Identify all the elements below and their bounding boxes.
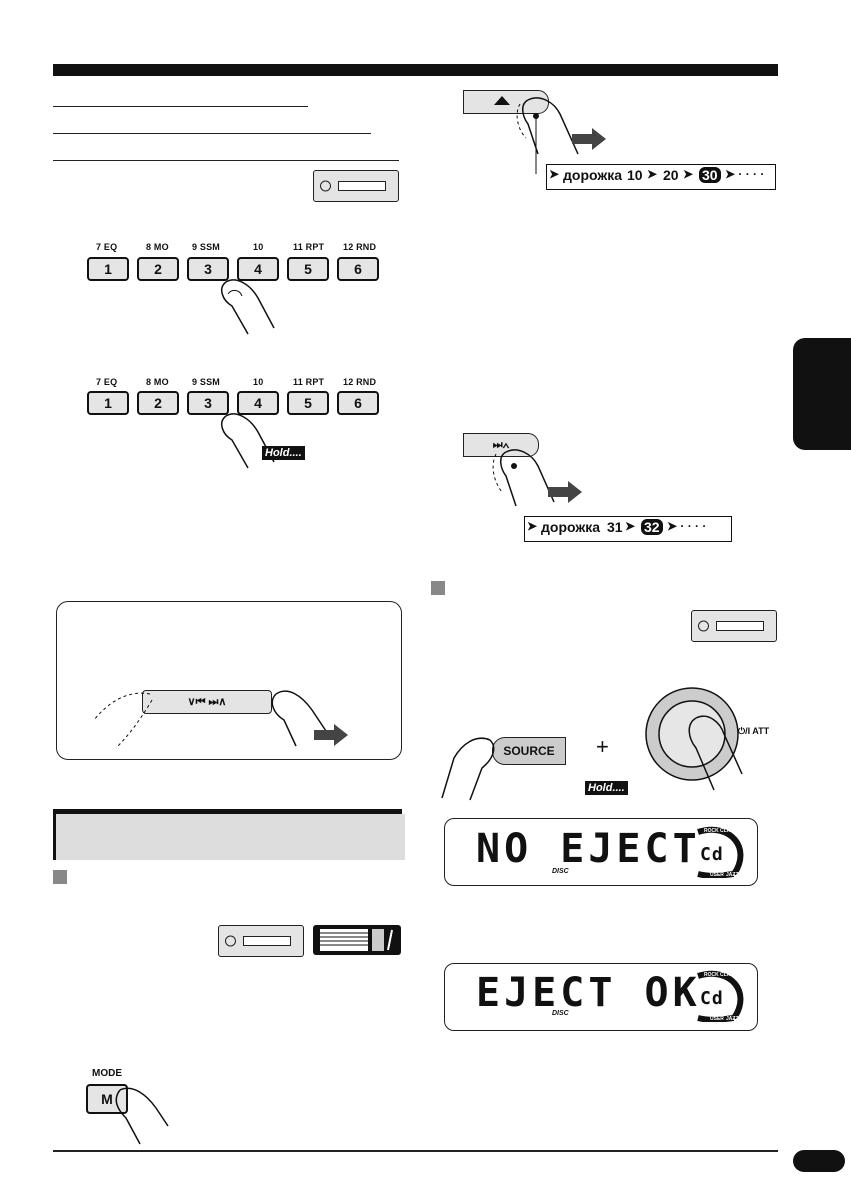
power-att-label: ⏻/I ATT xyxy=(738,726,770,736)
finger-press-icon xyxy=(221,413,275,469)
eq-mode-ring xyxy=(697,827,744,878)
preset-button-6[interactable]: 6 xyxy=(337,257,379,281)
preset-label: 12 RND xyxy=(343,377,377,387)
track-32: 32 xyxy=(641,519,663,535)
preset-label: 9 SSM xyxy=(192,377,221,387)
preset-label: 8 MO xyxy=(146,242,169,252)
eq-user: USER xyxy=(710,1016,724,1022)
eq-user: USER xyxy=(710,872,724,878)
preset-label: 7 EQ xyxy=(96,242,118,252)
track-sequence-1: ➤ дорожка 10 ➤ 20 ➤ 30 ➤ · · · · xyxy=(546,164,776,190)
finger-press-icon xyxy=(441,737,495,801)
track-30: 30 xyxy=(699,167,721,183)
preset-label: 12 RND xyxy=(343,242,377,252)
hold-label: Hold.... xyxy=(262,446,305,460)
finger-press-icon xyxy=(221,279,275,335)
preset-button-6[interactable]: 6 xyxy=(337,391,379,415)
info-box xyxy=(56,601,402,760)
blank-line xyxy=(53,106,308,107)
plus-sign: + xyxy=(596,734,609,759)
blank-line xyxy=(53,160,399,161)
track-10: 10 xyxy=(627,167,643,183)
preset-button-4[interactable]: 4 xyxy=(237,391,279,415)
preset-label: 11 RPT xyxy=(293,377,325,387)
preset-label: 10 xyxy=(253,242,264,252)
eject-icon xyxy=(494,96,510,105)
preset-button-4[interactable]: 4 xyxy=(237,257,279,281)
preset-button-5[interactable]: 5 xyxy=(287,257,329,281)
footer-rule xyxy=(53,1150,778,1152)
unit-panel-icon xyxy=(691,610,777,642)
track-word: дорожка xyxy=(563,167,623,183)
step-marker xyxy=(431,581,445,595)
preset-button-1[interactable]: 1 xyxy=(87,257,129,281)
lcd-source-text: Cd xyxy=(700,844,724,865)
finger-press-icon xyxy=(271,690,329,747)
eq-rock: ROCK xyxy=(704,972,719,978)
lcd-source-text: Cd xyxy=(700,988,724,1009)
blank-line xyxy=(53,133,371,134)
eq-mode-ring xyxy=(697,971,744,1022)
finger-press-icon xyxy=(688,715,743,791)
preset-label: 10 xyxy=(253,377,264,387)
step-marker xyxy=(53,870,67,884)
track-word: дорожка xyxy=(541,519,601,535)
lcd-disc-label: DISC xyxy=(552,1010,569,1017)
preset-label: 8 MO xyxy=(146,377,169,387)
preset-button-3[interactable]: 3 xyxy=(187,391,229,415)
mode-label: MODE xyxy=(92,1068,122,1079)
finger-press-icon xyxy=(115,1087,169,1145)
section-header xyxy=(53,814,405,860)
arrow-right-icon xyxy=(314,724,348,746)
preset-button-2[interactable]: 2 xyxy=(137,257,179,281)
arrow-right-icon xyxy=(572,128,606,150)
eq-jazz: JAZZ xyxy=(726,872,739,878)
lcd-main-text: NO EJECT xyxy=(476,826,701,872)
unit-panel-icon xyxy=(218,925,304,957)
faceplate-icon xyxy=(313,925,401,955)
section-rule xyxy=(53,809,402,814)
language-tab xyxy=(793,338,851,450)
unit-panel-icon xyxy=(313,170,399,202)
arrow-right-icon xyxy=(548,481,582,503)
track-20: 20 xyxy=(663,167,679,183)
preset-button-5[interactable]: 5 xyxy=(287,391,329,415)
hold-label: Hold.... xyxy=(585,781,628,795)
eq-classic: CLASSIC xyxy=(720,828,742,834)
preset-label: 11 RPT xyxy=(293,242,325,252)
finger-dashed-icon xyxy=(93,692,153,749)
page-number-tab xyxy=(793,1150,845,1172)
preset-label: 9 SSM xyxy=(192,242,221,252)
header-bar xyxy=(53,64,778,76)
preset-button-1[interactable]: 1 xyxy=(87,391,129,415)
lcd-disc-label: DISC xyxy=(552,868,569,875)
finger-press-icon xyxy=(492,449,555,507)
track-31: 31 xyxy=(607,519,623,535)
finger-press-icon xyxy=(516,97,579,174)
lcd-main-text: EJECT OK xyxy=(476,970,701,1016)
eq-classic: CLASSIC xyxy=(720,972,742,978)
preset-label: 7 EQ xyxy=(96,377,118,387)
preset-button-2[interactable]: 2 xyxy=(137,391,179,415)
eq-rock: ROCK xyxy=(704,828,719,834)
prev-next-button[interactable]: ∨⏮ ⏭∧ xyxy=(142,690,272,714)
source-button[interactable]: SOURCE xyxy=(492,737,566,765)
eq-jazz: JAZZ xyxy=(726,1016,739,1022)
track-sequence-2: ➤ дорожка 31 ➤ 32 ➤ · · · · xyxy=(524,516,732,542)
preset-button-3[interactable]: 3 xyxy=(187,257,229,281)
